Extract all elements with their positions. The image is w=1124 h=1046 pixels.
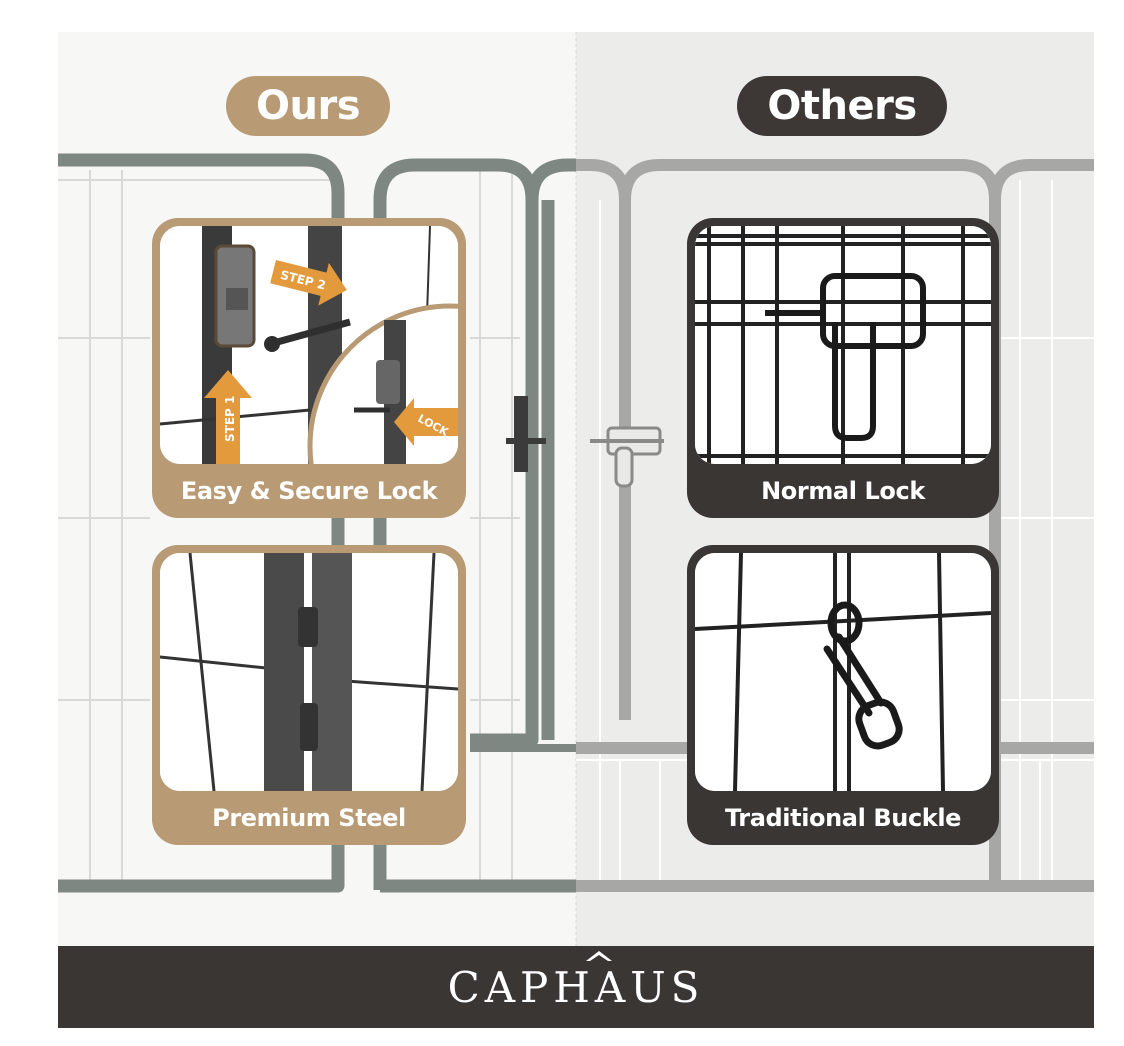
ours-steel-card: Premium Steel — [152, 545, 466, 845]
others-label: Others — [737, 76, 947, 136]
step2-arrow-icon: STEP 2 — [270, 260, 347, 306]
brand-logo: CAPHAUS — [447, 950, 705, 1012]
premium-steel-photo — [160, 553, 458, 791]
others-lock-card: Normal Lock — [687, 218, 999, 518]
brand-name: CAPHAUS — [447, 962, 705, 1012]
step1-arrow-icon: STEP 1 — [204, 370, 252, 464]
svg-text:STEP 1: STEP 1 — [223, 396, 237, 442]
ours-lock-card: STEP 2 STEP 1 LOCK Easy & Secure Lock — [152, 218, 466, 518]
traditional-buckle-photo — [695, 553, 991, 791]
ours-lock-caption: Easy & Secure Lock — [180, 477, 438, 505]
normal-lock-photo — [695, 226, 991, 464]
footer-bar: CAPHAUS — [58, 946, 1094, 1028]
house-roof-icon — [585, 950, 612, 961]
ours-steel-caption: Premium Steel — [212, 804, 406, 832]
others-buckle-card: Traditional Buckle — [687, 545, 999, 845]
others-lock-caption: Normal Lock — [761, 477, 925, 505]
secure-lock-photo: STEP 2 STEP 1 LOCK — [160, 226, 458, 464]
ours-label: Ours — [226, 76, 390, 136]
lock-arrow-icon: LOCK — [394, 398, 458, 446]
others-buckle-caption: Traditional Buckle — [724, 804, 962, 832]
